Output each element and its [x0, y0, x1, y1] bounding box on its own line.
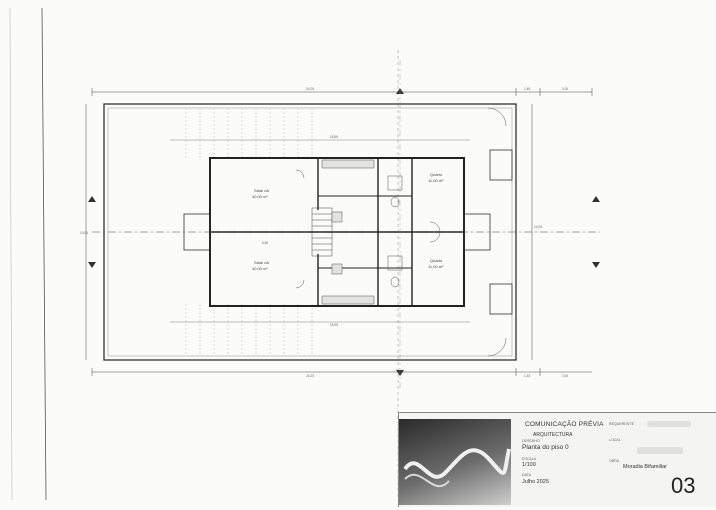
work-label: OBRA — [609, 459, 620, 463]
room-lower-bedroom: Quarto — [430, 258, 443, 263]
work-value: Moradia Bifamiliar — [623, 464, 668, 470]
scale-value: 1/100 — [522, 462, 536, 468]
location-redacted — [637, 447, 683, 454]
room-lower-living-area: 40,00 m² — [252, 266, 268, 271]
applicant-label: REQUERENTE — [609, 422, 634, 426]
room-lower-bedroom-area: 11,00 m² — [428, 264, 444, 269]
date-label: DATA — [522, 473, 532, 477]
dim-top-right-b: 3,00 — [562, 87, 568, 91]
room-upper-bedroom: Quarto — [430, 172, 443, 177]
company-logo — [399, 419, 511, 505]
dim-right-height: 10,05 — [534, 225, 542, 229]
applicant-redacted — [647, 421, 691, 427]
drawing-name: Planta do piso 0 — [522, 444, 569, 451]
sheet-left-edge — [41, 7, 47, 501]
parking-hatching — [185, 108, 313, 356]
bathroom-fixtures — [387, 175, 403, 288]
section-markers — [88, 88, 600, 376]
dim-inner-bottom: 15,55 — [330, 323, 338, 327]
dim-top-right-a: 1,45 — [524, 87, 530, 91]
dim-top-overall: 24,25 — [306, 87, 314, 91]
side-storage — [183, 149, 513, 315]
dim-corridor: 5,50 — [262, 241, 268, 245]
logo-wave-icon — [403, 448, 511, 488]
door-swings — [295, 107, 507, 357]
room-upper-living-area: 40,00 m² — [252, 194, 268, 199]
dim-bottom-right-b: 3,00 — [562, 374, 568, 378]
room-upper-bedroom-area: 11,00 m² — [428, 178, 444, 183]
room-upper-living: Sala/ c/k — [254, 188, 269, 193]
title-block: COMUNICAÇÃO PRÉVIA ARQUITECTURA DESENHO … — [398, 412, 716, 507]
discipline: ARQUITECTURA — [533, 432, 573, 438]
dim-bottom-overall: 24,25 — [306, 374, 314, 378]
dim-bottom-right-a: 1,45 — [524, 374, 530, 378]
dim-inner-top: 15,55 — [330, 135, 338, 139]
kitchen-counters — [321, 159, 375, 305]
scale-label: ESCALA — [522, 457, 537, 461]
sheet-number: 03 — [671, 473, 696, 498]
location-label: LOCAL — [609, 438, 621, 442]
dim-left-height: 10,05 — [80, 231, 88, 235]
room-lower-living: Sala/ c/k — [254, 260, 269, 265]
project-title: COMUNICAÇÃO PRÉVIA — [525, 421, 604, 428]
drawing-label: DESENHO — [522, 439, 540, 443]
scan-edge — [9, 7, 13, 501]
date-value: Julho 2025 — [522, 479, 549, 485]
stairs — [311, 207, 333, 257]
